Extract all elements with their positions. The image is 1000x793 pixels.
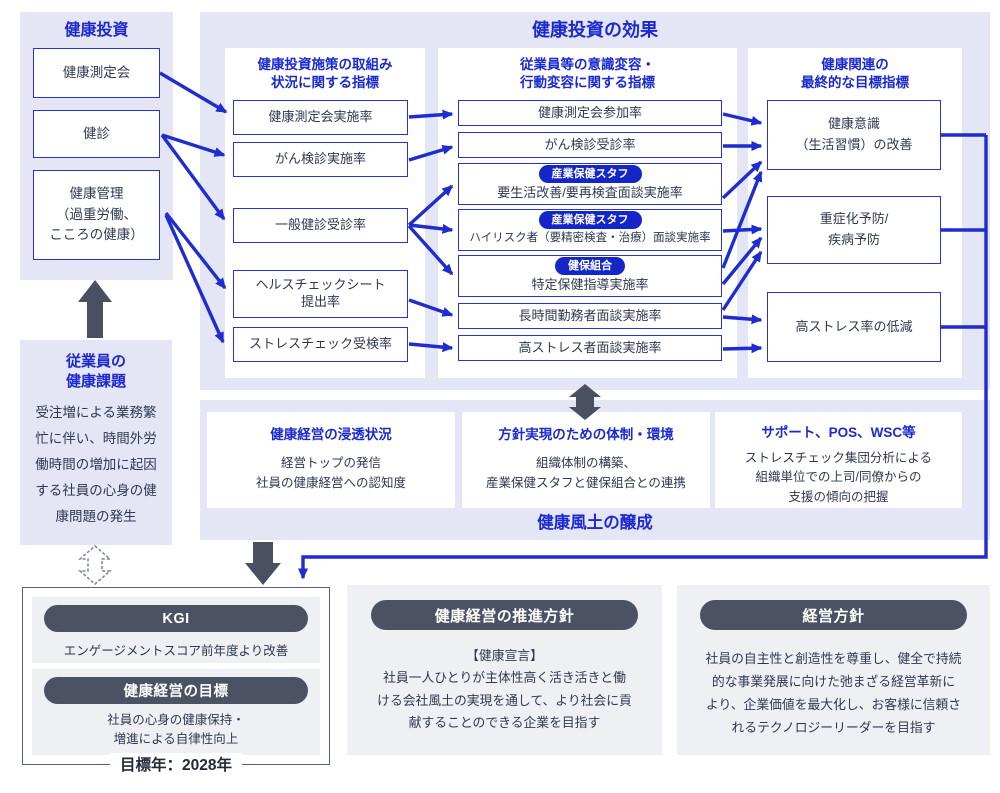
target-year-label: 目標年：2028年: [110, 753, 242, 775]
climate-box: 方針実現のための体制・環境 組織体制の構築、 産業保健スタフと健保組合との連携: [462, 412, 710, 508]
employee-issues-panel: [20, 340, 172, 545]
col2-indicator-box: がん検診受診率: [458, 132, 722, 158]
health-management-goal-pill: 健康経営の目標: [44, 677, 308, 704]
climate-box-body: 経営トップの発信 社員の健康経営への認知度: [255, 455, 406, 490]
col2-indicator-box: 健康測定会参加率: [458, 100, 722, 126]
investment-title: 健康投資: [64, 22, 129, 39]
employee-issues-body: 受注増による業務繁 忙に伴い、時間外労 働時間の増加に起因 する社員の心身の健 …: [35, 405, 157, 524]
col1-indicator-box: がん検診実施率: [233, 142, 408, 177]
kgi-section-body: エンゲージメントスコア前年度より改善: [63, 644, 289, 658]
management-policy-pill: 経営方針: [700, 600, 967, 630]
col3-goal-box: 重症化予防/ 疾病予防: [767, 196, 941, 264]
occupational-health-staff-badge: 産業保健スタフ: [538, 211, 642, 229]
col3-goal-box: 高ストレス率の低減: [767, 292, 941, 362]
climate-box-body: 組織体制の構築、 産業保健スタフと健保組合との連携: [486, 455, 686, 490]
col1-indicator-box: ヘルスチェックシート 提出率: [233, 270, 408, 318]
col1-indicator-box: 健康測定会実施率: [233, 100, 408, 135]
occupational-health-staff-badge: 産業保健スタフ: [538, 165, 642, 183]
col2-indicator-label: 特定保健指導実施率: [531, 276, 649, 292]
climate-box: 健康経営の浸透状況 経営トップの発信 社員の健康経営への認知度: [207, 412, 455, 508]
col2-indicator-label: ハイリスク者（要精密検査・治療）面談実施率: [469, 231, 711, 244]
investment-item-box: 健康測定会: [33, 48, 160, 98]
issues-kgi-hollow-double-arrow: [77, 545, 113, 585]
col2-indicator-box: 産業保健スタフ ハイリスク者（要精密検査・治療）面談実施率: [458, 209, 722, 251]
kgi-goal-section: 健康経営の目標 社員の心身の健康保持・ 増進による自律性向上: [32, 669, 320, 755]
climate-to-bottom-arrow: [245, 542, 281, 585]
col2-indicator-box: 長時間勤務者面談実施率: [458, 303, 722, 329]
kgi-pill: KGI: [44, 605, 308, 632]
col3-header: 健康関連の 最終的な目標指標: [801, 57, 909, 90]
management-policy-body: 社員の自主性と創造性を尊重し、健全で持続 的な事業発展に向けた弛まざる経営革新に…: [705, 651, 962, 736]
issues-to-investment-arrow: [78, 280, 112, 338]
promotion-policy-pill: 健康経営の推進方針: [371, 600, 638, 630]
col2-indicator-box: 産業保健スタフ 要生活改善/要再検査面談実施率: [458, 163, 722, 205]
col3-goal-box: 健康意識 （生活習慣）の改善: [767, 100, 941, 170]
climate-box-header: サポート、POS、WSC等: [761, 425, 916, 440]
kgi-section-body: 社員の心身の健康保持・ 増進による自律性向上: [107, 713, 245, 747]
investment-item-box: 健診: [33, 110, 160, 158]
col1-indicator-box: 一般健診受診率: [233, 208, 408, 243]
employee-issues-title: 従業員の 健康課題: [65, 353, 126, 390]
promotion-policy-box: 健康経営の推進方針 【健康宣言】 社員一人ひとりが主体性高く活き活きと働 ける会…: [347, 585, 662, 755]
climate-box: サポート、POS、WSC等 ストレスチェック集団分析による 組織単位での上司/同…: [715, 412, 962, 508]
climate-title: 健康風土の醸成: [537, 514, 653, 532]
climate-box-header: 方針実現のための体制・環境: [498, 427, 674, 442]
investment-item-box: 健康管理 （過重労働、 こころの健康）: [33, 170, 160, 260]
climate-box-header: 健康経営の浸透状況: [270, 427, 392, 442]
kgi-section: KGI エンゲージメントスコア前年度より改善: [32, 597, 320, 663]
col2-header: 従業員等の意識変容・ 行動変容に関する指標: [520, 57, 655, 90]
effects-title: 健康投資の効果: [532, 20, 658, 40]
col2-indicator-label: 要生活改善/要再検査面談実施率: [497, 184, 683, 200]
col2-indicator-box: 高ストレス者面談実施率: [458, 335, 722, 361]
col1-indicator-box: ストレスチェック受検率: [233, 327, 408, 362]
management-policy-box: 経営方針 社員の自主性と創造性を尊重し、健全で持続 的な事業発展に向けた弛まざる…: [677, 585, 990, 755]
col1-header: 健康投資施策の取組み 状況に関する指標: [257, 57, 393, 90]
col2-indicator-box: 健保組合 特定保健指導実施率: [458, 255, 722, 297]
health-insurance-union-badge: 健保組合: [555, 257, 625, 275]
climate-box-body: ストレスチェック集団分析による 組織単位での上司/同僚からの 支援の傾向の把握: [744, 450, 933, 504]
promotion-policy-body: 【健康宣言】 社員一人ひとりが主体性高く活き活きと働 ける会社風土の実現を通して…: [377, 648, 632, 731]
